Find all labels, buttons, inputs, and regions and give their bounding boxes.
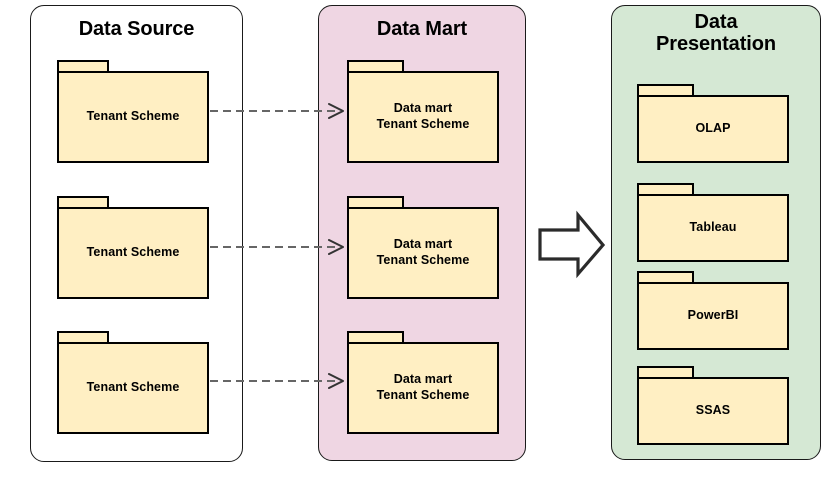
folder-body: OLAP [637, 95, 789, 163]
node-label: Data mart Tenant Scheme [376, 372, 470, 402]
folder-body: Tableau [637, 194, 789, 262]
node-source-tenant-scheme-2[interactable]: Tenant Scheme [57, 196, 209, 299]
node-label: Tenant Scheme [86, 245, 180, 260]
node-label: Tenant Scheme [86, 109, 180, 124]
node-label: OLAP [695, 121, 731, 136]
node-label: Data mart Tenant Scheme [376, 237, 470, 267]
folder-tab-icon [347, 60, 404, 71]
folder-tab-icon [637, 84, 694, 95]
panel-data-source-title: Data Source [78, 18, 195, 40]
folder-body: Data mart Tenant Scheme [347, 207, 499, 299]
block-arrow-mart-to-presentation [538, 210, 606, 279]
folder-body: SSAS [637, 377, 789, 445]
node-label: SSAS [695, 403, 731, 418]
folder-body: Data mart Tenant Scheme [347, 71, 499, 163]
node-presentation-olap[interactable]: OLAP [637, 84, 789, 163]
node-label: Tenant Scheme [86, 380, 180, 395]
folder-tab-icon [57, 331, 109, 342]
node-mart-tenant-scheme-1[interactable]: Data mart Tenant Scheme [347, 60, 499, 163]
folder-body: PowerBI [637, 282, 789, 350]
folder-tab-icon [347, 331, 404, 342]
node-mart-tenant-scheme-2[interactable]: Data mart Tenant Scheme [347, 196, 499, 299]
folder-body: Tenant Scheme [57, 342, 209, 434]
folder-body: Tenant Scheme [57, 71, 209, 163]
folder-tab-icon [637, 366, 694, 377]
folder-tab-icon [57, 60, 109, 71]
folder-tab-icon [57, 196, 109, 207]
folder-body: Tenant Scheme [57, 207, 209, 299]
node-presentation-tableau[interactable]: Tableau [637, 183, 789, 262]
node-presentation-ssas[interactable]: SSAS [637, 366, 789, 445]
folder-tab-icon [347, 196, 404, 207]
node-mart-tenant-scheme-3[interactable]: Data mart Tenant Scheme [347, 331, 499, 434]
panel-data-mart-title: Data Mart [376, 18, 468, 40]
folder-tab-icon [637, 271, 694, 282]
panel-data-presentation-title: Data Presentation [656, 11, 776, 56]
node-label: PowerBI [687, 308, 739, 323]
folder-tab-icon [637, 183, 694, 194]
folder-body: Data mart Tenant Scheme [347, 342, 499, 434]
node-label: Tableau [689, 220, 737, 235]
node-presentation-powerbi[interactable]: PowerBI [637, 271, 789, 350]
node-source-tenant-scheme-1[interactable]: Tenant Scheme [57, 60, 209, 163]
node-source-tenant-scheme-3[interactable]: Tenant Scheme [57, 331, 209, 434]
node-label: Data mart Tenant Scheme [376, 101, 470, 131]
